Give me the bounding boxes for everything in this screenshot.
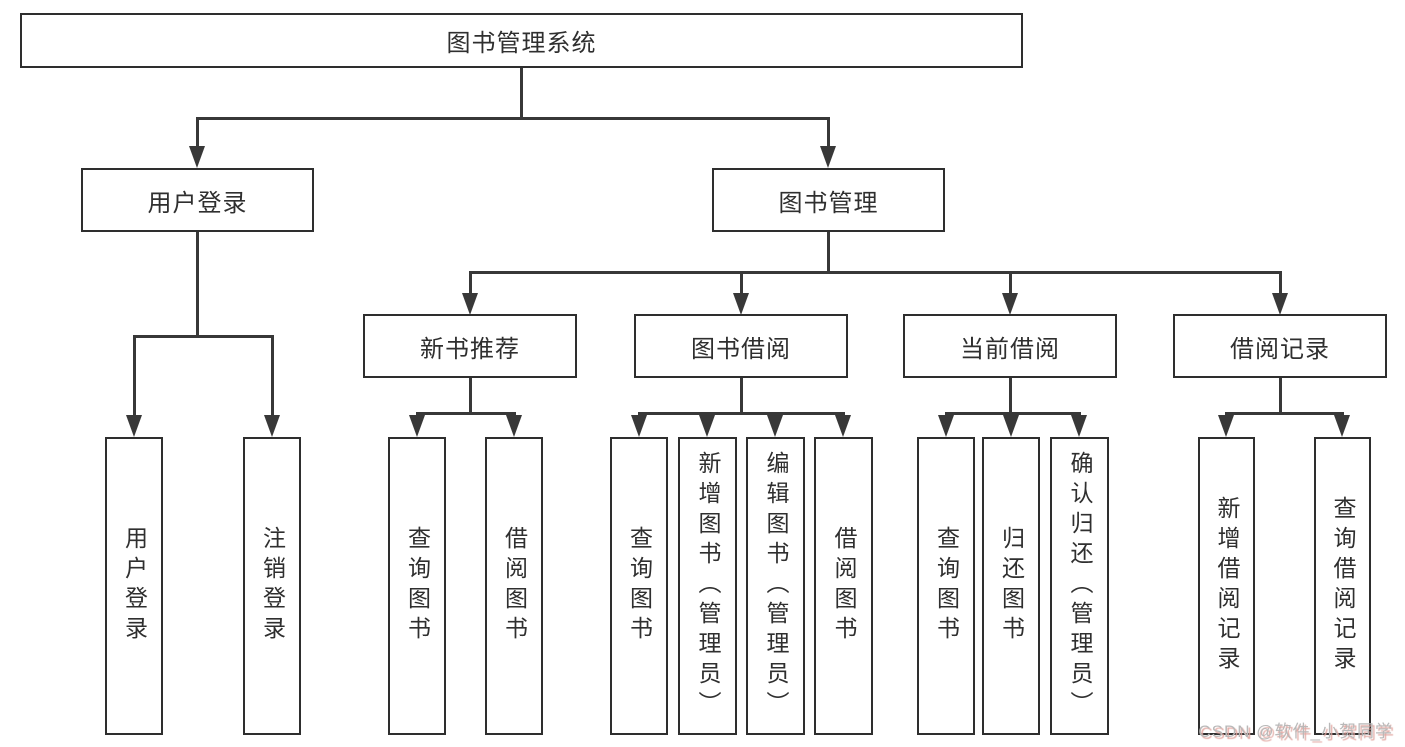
connector-arrowhead <box>767 415 783 437</box>
node-leaf-query-books-recommend: 查询图书 <box>388 437 446 735</box>
connector-segment <box>469 271 472 295</box>
connector-segment <box>1009 378 1012 413</box>
node-library-system: 图书管理系统 <box>20 13 1023 68</box>
connector-segment <box>1225 412 1344 415</box>
connector-arrowhead <box>189 146 205 168</box>
connector-arrowhead <box>409 415 425 437</box>
node-borrowing-records: 借阅记录 <box>1173 314 1387 378</box>
connector-arrowhead <box>733 293 749 315</box>
node-leaf-add-borrow-record: 新增借阅记录 <box>1198 437 1255 735</box>
node-leaf-query-borrow-record: 查询借阅记录 <box>1314 437 1371 735</box>
node-leaf-add-books-admin: 新增图书（管理员） <box>678 437 737 735</box>
node-leaf-logout: 注销登录 <box>243 437 301 735</box>
connector-arrowhead <box>631 415 647 437</box>
connector-arrowhead <box>1218 415 1234 437</box>
node-book-borrowing: 图书借阅 <box>634 314 848 378</box>
node-leaf-return-books: 归还图书 <box>982 437 1040 735</box>
node-user-login: 用户登录 <box>81 168 314 232</box>
connector-arrowhead <box>462 293 478 315</box>
connector-segment <box>1009 271 1012 295</box>
connector-segment <box>638 412 845 415</box>
connector-segment <box>520 68 523 118</box>
node-leaf-user-login: 用户登录 <box>105 437 163 735</box>
connector-arrowhead <box>1002 293 1018 315</box>
connector-arrowhead <box>938 415 954 437</box>
connector-segment <box>196 232 199 337</box>
connector-segment <box>469 378 472 413</box>
connector-segment <box>1279 378 1282 413</box>
connector-arrowhead <box>126 415 142 437</box>
connector-segment <box>133 335 274 338</box>
connector-segment <box>740 271 743 295</box>
connector-arrowhead <box>1272 293 1288 315</box>
connector-segment <box>416 412 516 415</box>
node-leaf-query-books-borrowing: 查询图书 <box>610 437 668 735</box>
node-leaf-edit-books-admin: 编辑图书（管理员） <box>746 437 805 735</box>
connector-segment <box>133 335 136 417</box>
connector-arrowhead <box>1003 415 1019 437</box>
connector-segment <box>271 335 274 417</box>
node-current-borrowing: 当前借阅 <box>903 314 1117 378</box>
connector-segment <box>827 117 830 148</box>
connector-segment <box>469 271 1281 274</box>
connector-arrowhead <box>835 415 851 437</box>
connector-arrowhead <box>506 415 522 437</box>
node-leaf-confirm-return-admin: 确认归还（管理员） <box>1050 437 1109 735</box>
connector-arrowhead <box>264 415 280 437</box>
connector-arrowhead <box>820 146 836 168</box>
connector-segment <box>740 378 743 413</box>
node-new-book-recommendation: 新书推荐 <box>363 314 577 378</box>
node-leaf-borrow-books: 借阅图书 <box>814 437 873 735</box>
connector-segment <box>827 232 830 273</box>
node-book-management: 图书管理 <box>712 168 945 232</box>
connector-segment <box>945 412 1081 415</box>
connector-segment <box>196 117 199 148</box>
node-leaf-borrow-books-recommend: 借阅图书 <box>485 437 543 735</box>
node-leaf-query-books-current: 查询图书 <box>917 437 975 735</box>
connector-segment <box>1279 271 1282 295</box>
connector-segment <box>196 117 830 120</box>
connector-arrowhead <box>1334 415 1350 437</box>
watermark: CSDN @软件_小贺同学 <box>1198 722 1393 741</box>
connector-arrowhead <box>1071 415 1087 437</box>
connector-arrowhead <box>699 415 715 437</box>
